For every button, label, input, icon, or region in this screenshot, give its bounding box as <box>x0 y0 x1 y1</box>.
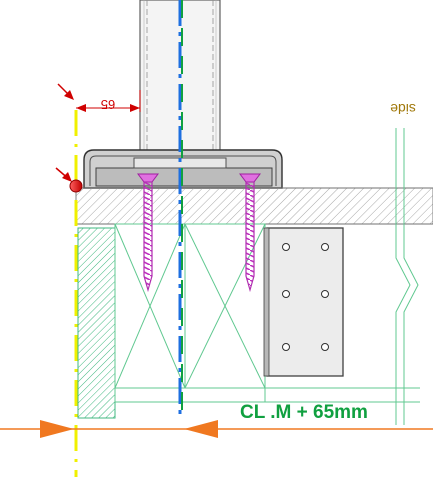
dimension-65: 65 <box>55 83 141 193</box>
cl-offset-label: CL .M + 65mm <box>240 402 368 423</box>
arrow-left-marker <box>184 420 218 438</box>
centerline <box>178 0 183 420</box>
side-label: side <box>390 101 416 117</box>
dimension-label: 65 <box>101 97 115 112</box>
screw-right <box>239 173 261 293</box>
connector-plate <box>263 227 344 377</box>
arrow-right-marker <box>40 420 74 438</box>
break-lines <box>395 128 419 425</box>
reference-point-marker <box>69 179 83 193</box>
screw-left <box>137 173 159 293</box>
offset-indicator <box>0 420 433 438</box>
